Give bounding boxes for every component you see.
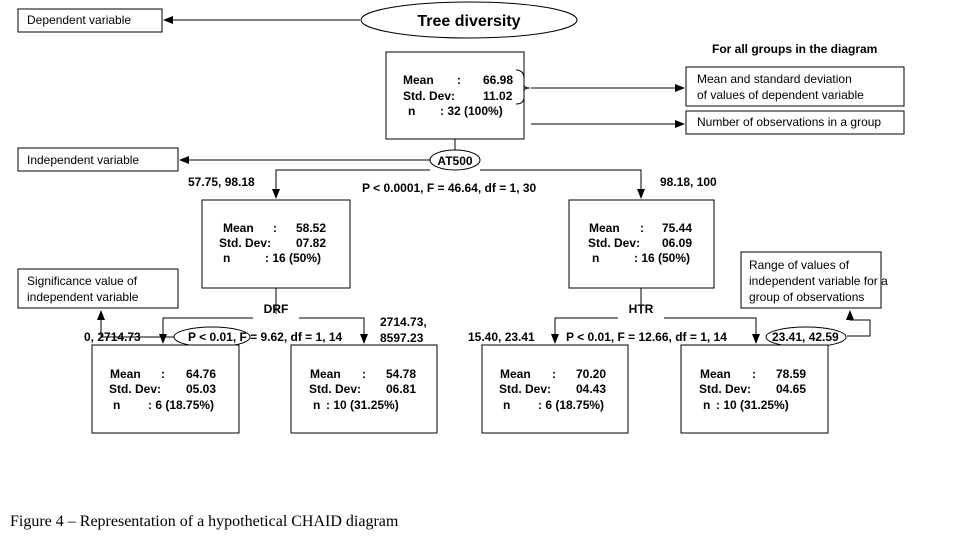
right-mean-label: Mean: [589, 221, 620, 235]
ll-mean-value: 64.76: [186, 367, 216, 381]
root-sd-value: 11.02: [483, 89, 513, 103]
ll-n-label: n: [113, 398, 120, 412]
ll-mean-colon: :: [161, 367, 165, 381]
independent-variable-label: Independent variable: [27, 153, 139, 167]
left-right-range-line1: 2714.73,: [380, 315, 427, 329]
mean-sd-annotation-line1: Mean and standard deviation: [697, 72, 852, 86]
left-node: [201, 199, 351, 289]
diagram-title: Tree diversity: [417, 13, 520, 30]
left-sd-label: Std. Dev:: [219, 236, 271, 250]
right-node: [568, 199, 715, 289]
rl-n-label: n: [503, 398, 510, 412]
significance-annotation-box: [17, 268, 179, 309]
dependent-variable-box: [17, 8, 163, 33]
root-mean-label: Mean: [403, 73, 434, 87]
root-right-connector: [480, 169, 645, 199]
left-right-range-line2: 8597.23: [380, 331, 424, 345]
rl-mean-value: 70.20: [576, 367, 606, 381]
rr-n-label: n: [703, 398, 710, 412]
left-mean-colon: :: [273, 221, 277, 235]
right-n-label: n: [592, 251, 599, 265]
root-split-variable: AT500: [437, 154, 472, 168]
right-split-stat: P < 0.01, F = 12.66, df = 1, 14: [566, 330, 727, 344]
range-arrow: [846, 310, 871, 337]
for-all-groups-label: For all groups in the diagram: [712, 42, 877, 56]
leaf-node-ll: [91, 344, 240, 434]
lr-mean-label: Mean: [310, 367, 341, 381]
root-split-stat: P < 0.0001, F = 46.64, df = 1, 30: [362, 181, 537, 195]
range-annotation-line1: Range of values of: [749, 258, 850, 272]
range-annotation-line2: independent variable for a: [749, 274, 888, 288]
mean-sd-annotation-line2: of values of dependent variable: [697, 88, 864, 102]
right-n-value: : 16 (50%): [634, 251, 690, 265]
rr-mean-value: 78.59: [776, 367, 806, 381]
figure-caption: Figure 4 – Representation of a hypotheti…: [10, 513, 399, 530]
right-split-variable: HTR: [629, 302, 654, 316]
ll-sd-value: 05.03: [186, 382, 216, 396]
root-mean-value: 66.98: [483, 73, 513, 87]
right-mean-colon: :: [640, 221, 644, 235]
root-mean-colon: :: [457, 73, 461, 87]
right-left-connector: [551, 317, 618, 344]
significance-annotation-line2: independent variable: [27, 290, 139, 304]
left-sd-value: 07.82: [296, 236, 326, 250]
rl-sd-value: 04.43: [576, 382, 606, 396]
dependent-variable-label: Dependent variable: [27, 13, 131, 27]
root-n-label: n: [408, 104, 415, 118]
right-right-connector: [664, 317, 760, 344]
left-n-label: n: [223, 251, 230, 265]
rr-mean-label: Mean: [700, 367, 731, 381]
rl-sd-label: Std. Dev:: [499, 382, 551, 396]
left-mean-label: Mean: [223, 221, 254, 235]
ll-n-value: : 6 (18.75%): [148, 398, 214, 412]
left-split-variable: DRF: [264, 302, 289, 316]
root-left-range: 57.75, 98.18: [188, 175, 255, 189]
left-left-range: 0, 2714.73: [84, 330, 141, 344]
leaf-node-rr: [680, 344, 829, 434]
significance-annotation-line1: Significance value of: [27, 274, 138, 288]
right-mean-value: 75.44: [662, 221, 692, 235]
lr-sd-label: Std. Dev:: [309, 382, 361, 396]
ll-mean-label: Mean: [110, 367, 141, 381]
n-obs-annotation: Number of observations in a group: [697, 115, 881, 129]
leaf-node-rl: [481, 344, 629, 434]
left-right-connector: [299, 317, 368, 344]
root-left-connector: [272, 169, 430, 199]
ll-sd-label: Std. Dev:: [109, 382, 161, 396]
lr-mean-value: 54.78: [386, 367, 416, 381]
right-left-range: 15.40, 23.41: [468, 330, 535, 344]
mean-sd-annotation-box: [685, 66, 905, 107]
rl-n-value: : 6 (18.75%): [538, 398, 604, 412]
root-right-range: 98.18, 100: [660, 175, 717, 189]
left-n-value: : 16 (50%): [265, 251, 321, 265]
n-obs-annotation-box: [685, 110, 905, 135]
rr-sd-value: 04.65: [776, 382, 806, 396]
right-sd-label: Std. Dev:: [588, 236, 640, 250]
left-mean-value: 58.52: [296, 221, 326, 235]
independent-variable-box: [17, 147, 179, 172]
rr-mean-colon: :: [752, 367, 756, 381]
right-right-range: 23.41, 42.59: [772, 330, 839, 344]
rl-mean-colon: :: [552, 367, 556, 381]
lr-n-label: n: [313, 398, 320, 412]
rl-mean-label: Mean: [500, 367, 531, 381]
range-annotation-box: [740, 251, 882, 309]
lr-sd-value: 06.81: [386, 382, 416, 396]
root-sd-label: Std. Dev:: [403, 89, 455, 103]
leaf-node-lr: [290, 344, 438, 434]
lr-n-value: : 10 (31.25%): [326, 398, 399, 412]
mean-sd-brace: [515, 69, 531, 105]
root-n-value: : 32 (100%): [440, 104, 503, 118]
range-annotation-line3: group of observations: [749, 290, 864, 304]
rr-n-value: : 10 (31.25%): [716, 398, 789, 412]
significance-arrow: [97, 310, 174, 338]
lr-mean-colon: :: [362, 367, 366, 381]
left-split-stat: P < 0.01, F = 9.62, df = 1, 14: [188, 330, 343, 344]
title-ellipse: [360, 1, 578, 39]
left-left-connector: [159, 317, 253, 344]
rr-sd-label: Std. Dev:: [699, 382, 751, 396]
right-sd-value: 06.09: [662, 236, 692, 250]
